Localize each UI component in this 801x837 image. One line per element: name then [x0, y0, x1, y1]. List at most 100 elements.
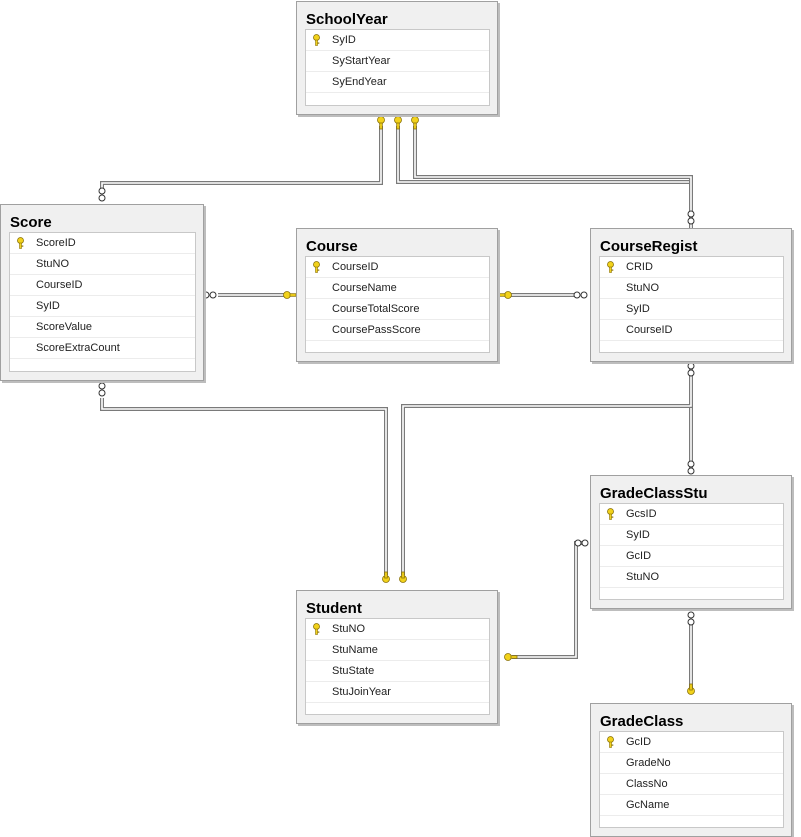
rel-student-score[interactable] [100, 398, 388, 575]
many-endpoint-icon [573, 291, 588, 299]
key-endpoint-icon [382, 571, 390, 583]
rel-schoolyear-score[interactable] [100, 126, 383, 194]
column-name: GcID [626, 550, 652, 562]
key-endpoint-icon [687, 683, 695, 695]
column-name: CourseID [626, 324, 673, 336]
table-title: Student [306, 600, 362, 617]
column-name: StuJoinYear [332, 686, 391, 698]
table-title: GradeClass [600, 713, 684, 730]
primary-key-icon [606, 736, 615, 748]
column-name: GcID [626, 736, 652, 748]
column-name: CourseID [332, 261, 379, 273]
column-list: GcsID SyID GcID StuNO [599, 503, 784, 600]
column-row[interactable]: StuNO [10, 254, 195, 275]
column-row[interactable]: GradeNo [600, 753, 783, 774]
column-name: CoursePassScore [332, 324, 421, 336]
column-row[interactable]: SyID [600, 525, 783, 546]
column-row[interactable]: SyID [306, 30, 489, 51]
key-endpoint-icon [399, 571, 407, 583]
column-name: SyID [332, 34, 356, 46]
column-name: ScoreID [36, 237, 76, 249]
table-title: Score [10, 214, 52, 231]
column-name: SyEndYear [332, 76, 387, 88]
column-name: StuState [332, 665, 375, 677]
column-row[interactable]: ScoreID [10, 233, 195, 254]
column-row[interactable]: GcID [600, 732, 783, 753]
many-endpoint-icon [98, 382, 106, 397]
column-name: StuNO [36, 258, 70, 270]
column-row[interactable]: StuState [306, 661, 489, 682]
primary-key-icon [606, 261, 615, 273]
column-row[interactable]: CourseID [10, 275, 195, 296]
column-name: StuNO [332, 623, 366, 635]
column-row[interactable]: CourseName [306, 278, 489, 299]
column-name: ScoreExtraCount [36, 342, 120, 354]
column-name: SyStartYear [332, 55, 391, 67]
column-row[interactable]: StuNO [600, 567, 783, 588]
primary-key-icon [312, 261, 321, 273]
column-name: StuName [332, 644, 378, 656]
table-title: Course [306, 238, 358, 255]
column-row[interactable]: CoursePassScore [306, 320, 489, 341]
column-name: GcName [626, 799, 670, 811]
primary-key-icon [16, 237, 25, 249]
column-name: ScoreValue [36, 321, 93, 333]
primary-key-icon [312, 34, 321, 46]
many-endpoint-icon [687, 362, 695, 377]
key-endpoint-icon [377, 116, 385, 130]
column-row[interactable]: StuJoinYear [306, 682, 489, 703]
column-name: CourseID [36, 279, 83, 291]
column-row[interactable]: ScoreValue [10, 317, 195, 338]
column-name: StuNO [626, 282, 660, 294]
column-name: SyID [36, 300, 60, 312]
key-endpoint-icon [504, 653, 518, 661]
column-row[interactable]: ScoreExtraCount [10, 338, 195, 359]
column-row[interactable]: SyEndYear [306, 72, 489, 93]
column-row[interactable]: GcName [600, 795, 783, 816]
column-name: CourseName [332, 282, 397, 294]
table-gradeclassstu[interactable]: GradeClassStu GcsID SyID GcID StuNO [590, 475, 792, 609]
column-row[interactable]: SyID [10, 296, 195, 317]
table-score[interactable]: Score ScoreID StuNO CourseID SyID ScoreValue… [0, 204, 204, 381]
rel-student-gradeclassstu[interactable] [512, 541, 586, 659]
column-name: StuNO [626, 571, 660, 583]
column-row[interactable]: GcsID [600, 504, 783, 525]
column-row[interactable]: StuNO [600, 278, 783, 299]
column-row[interactable]: GcID [600, 546, 783, 567]
primary-key-icon [606, 508, 615, 520]
column-name: GcsID [626, 508, 657, 520]
column-row[interactable]: CourseID [306, 257, 489, 278]
column-row[interactable]: StuNO [306, 619, 489, 640]
table-title: GradeClassStu [600, 485, 708, 502]
many-endpoint-icon [687, 460, 695, 475]
primary-key-icon [312, 623, 321, 635]
column-row[interactable]: CourseTotalScore [306, 299, 489, 320]
column-row[interactable]: SyID [600, 299, 783, 320]
column-row[interactable]: StuName [306, 640, 489, 661]
column-row[interactable]: SyStartYear [306, 51, 489, 72]
many-endpoint-icon [98, 187, 106, 202]
column-list: CRID StuNO SyID CourseID [599, 256, 784, 353]
many-endpoint-icon [574, 539, 589, 547]
column-row[interactable]: CRID [600, 257, 783, 278]
key-endpoint-icon [498, 291, 512, 299]
key-endpoint-icon [283, 291, 297, 299]
table-title: CourseRegist [600, 238, 698, 255]
many-endpoint-icon [687, 210, 695, 225]
column-name: GradeNo [626, 757, 671, 769]
many-endpoint-icon [202, 291, 217, 299]
column-row[interactable]: ClassNo [600, 774, 783, 795]
table-courseregist[interactable]: CourseRegist CRID StuNO SyID CourseID [590, 228, 792, 362]
many-endpoint-icon [687, 611, 695, 626]
rel-schoolyear-courseregist[interactable] [413, 126, 693, 214]
key-endpoint-icon [394, 116, 402, 130]
column-row[interactable]: CourseID [600, 320, 783, 341]
